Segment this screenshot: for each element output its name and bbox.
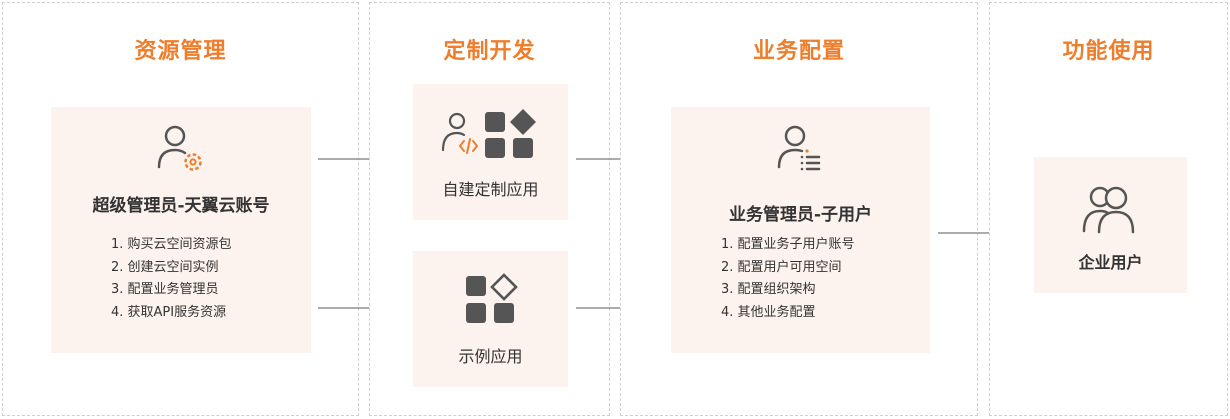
super-admin-card: 超级管理员-天翼云账号 1. 购买云空间资源包 2. 创建云空间实例 3. 配置… <box>51 107 311 353</box>
list-item: 1. 配置业务子用户账号 <box>721 237 855 252</box>
users-group-icon <box>1082 186 1135 234</box>
column-title: 定制开发 <box>443 39 536 64</box>
super-admin-title: 超级管理员-天翼云账号 <box>92 196 270 216</box>
user-gear-icon <box>157 125 202 171</box>
list-item: 2. 配置用户可用空间 <box>721 259 842 275</box>
sample-app-label: 示例应用 <box>458 347 523 366</box>
column-resource-management: 资源管理 超级管理员-天翼云账号 1. 购买云空间资源包 2. 创建云空间实例 … <box>2 2 359 416</box>
list-item: 4. 其他业务配置 <box>721 304 816 320</box>
user-list-icon <box>777 125 821 171</box>
enterprise-user-card: 企业用户 <box>1034 157 1187 293</box>
business-admin-title: 业务管理员-子用户 <box>728 205 873 225</box>
column-title: 资源管理 <box>134 39 227 64</box>
column-title: 功能使用 <box>1062 39 1155 64</box>
column-title: 业务配置 <box>752 39 845 64</box>
sample-apps-icon <box>466 273 518 323</box>
custom-app-card: 自建定制应用 <box>413 84 568 220</box>
list-item: 3. 配置组织架构 <box>721 282 816 297</box>
list-item: 4. 获取API服务资源 <box>111 304 227 320</box>
list-item: 2. 创建云空间实例 <box>111 259 219 275</box>
list-item: 1. 购买云空间资源包 <box>111 237 232 252</box>
business-admin-card: 业务管理员-子用户 1. 配置业务子用户账号 2. 配置用户可用空间 3. 配置… <box>671 107 930 353</box>
developer-apps-icon <box>441 109 536 158</box>
custom-app-label: 自建定制应用 <box>442 180 539 199</box>
column-business-config: 业务配置 业务管理员-子用户 1. 配置业务子用户账号 2. 配置用户可用空间 … <box>620 2 978 416</box>
sample-app-card: 示例应用 <box>413 251 568 387</box>
list-item: 3. 配置业务管理员 <box>111 282 219 297</box>
business-steps-list: 1. 配置业务子用户账号 2. 配置用户可用空间 3. 配置组织架构 4. 其他… <box>721 234 855 324</box>
enterprise-user-title: 企业用户 <box>1078 253 1143 272</box>
resource-steps-list: 1. 购买云空间资源包 2. 创建云空间实例 3. 配置业务管理员 4. 获取A… <box>111 234 232 324</box>
column-feature-usage: 功能使用 企业用户 <box>989 2 1228 416</box>
column-custom-development: 定制开发 自建定制应用 示例应用 <box>369 2 610 416</box>
